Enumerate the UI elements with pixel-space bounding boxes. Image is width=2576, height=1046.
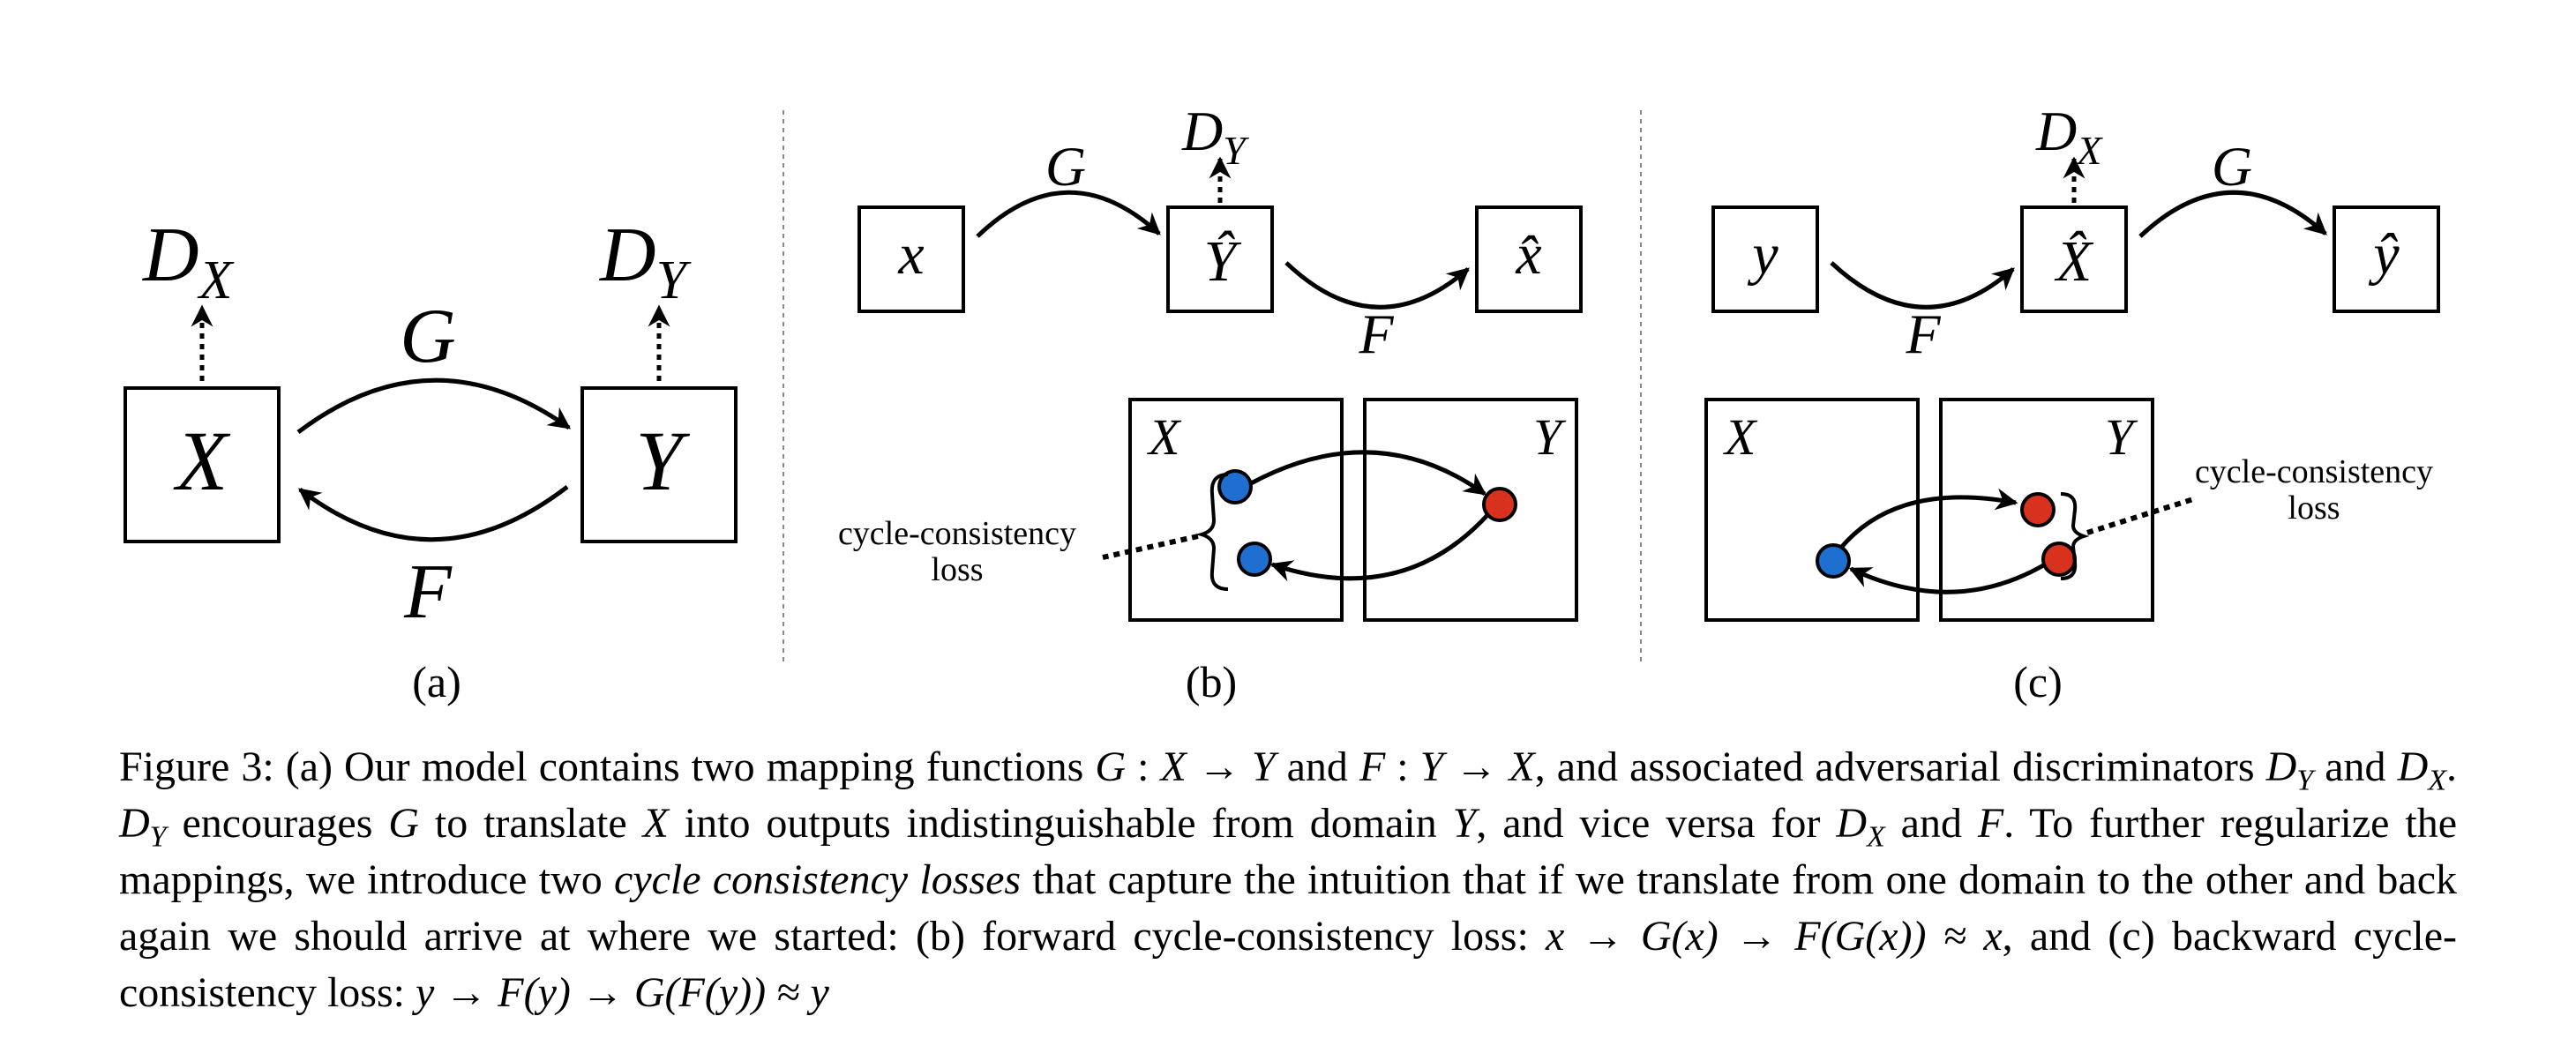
map-f-arrow (298, 485, 569, 542)
figure-caption: Figure 3: (a) Our model contains two map… (119, 743, 2458, 1016)
map-f-arrow (1284, 261, 1470, 310)
loss-label-line2: loss (2288, 489, 2340, 527)
panel-a: X Y DX DY G F (a) (124, 213, 738, 706)
input-y-label: y (1747, 222, 1778, 287)
map-f-arrow (1830, 261, 2015, 310)
domain-x-box (1128, 398, 1344, 622)
map-g-label: G (400, 294, 456, 379)
loss-brace (2060, 492, 2090, 580)
domain-y-label: Y (2105, 408, 2138, 466)
point-x (1217, 469, 1253, 504)
panel-c-label: (c) (2013, 657, 2063, 706)
map-g-label: G (2212, 135, 2252, 198)
map-f-label: F (403, 549, 453, 635)
middle-y-label: Ŷ (1204, 229, 1242, 294)
map-g-arrow (2138, 190, 2327, 238)
node-x-label: X (173, 414, 231, 508)
domain-x-label: X (1723, 408, 1758, 466)
middle-x-box (2020, 205, 2128, 313)
forward-arrow (1838, 488, 2018, 550)
middle-x-label: X̂ (2054, 229, 2094, 294)
point-y (1816, 543, 1851, 579)
input-x-box (857, 205, 965, 313)
output-x-box (1475, 205, 1583, 313)
map-f-label: F (1905, 303, 1941, 365)
disc-label: DY (1181, 100, 1249, 173)
forward-arrow (1249, 450, 1487, 497)
disc-x-label: DX (142, 213, 235, 310)
loss-connector (1102, 534, 1199, 560)
caption-emphasis: cycle consistency losses (614, 856, 1022, 903)
point-y (1482, 487, 1517, 522)
node-x-box (124, 386, 281, 543)
disc-y-label: DY (599, 213, 692, 310)
point-y-reconstructed (2041, 542, 2077, 577)
point-x-reconstructed (1237, 542, 1272, 577)
domain-y-box (1363, 398, 1578, 622)
domain-x-label: X (1147, 408, 1182, 466)
map-g-arrow (976, 190, 1161, 238)
loss-connector (2086, 497, 2194, 535)
loss-label-line1: cycle-consistency (838, 515, 1076, 552)
domain-y-label: Y (1533, 408, 1567, 466)
map-g-arrow (296, 377, 572, 434)
middle-y-box (1166, 205, 1274, 313)
map-f-label: F (1358, 303, 1394, 365)
input-x-label: x (897, 222, 924, 287)
backward-arrow (1848, 562, 2047, 594)
caption-equation-backward: y → F(y) → G(F(y)) ≈ y (415, 969, 829, 1016)
loss-label-line1: cycle-consistency (2195, 453, 2433, 490)
input-y-box (1711, 205, 1819, 313)
caption-equation-forward: x → G(x) → F(G(x)) ≈ x (1546, 913, 2003, 960)
backward-arrow (1269, 512, 1491, 582)
node-y-label: Y (635, 414, 690, 508)
loss-label-line2: loss (931, 551, 983, 588)
panel-b: x Ŷ x̂ DY G F X Y cycle-consistency loss… (838, 100, 1583, 706)
loss-brace (1194, 473, 1229, 591)
output-y-label: ŷ (2368, 222, 2400, 287)
output-x-label: x̂ (1515, 222, 1541, 287)
panel-c: y X̂ ŷ DX F G X Y cycle-consistency loss… (1704, 100, 2440, 706)
disc-label: DX (2035, 100, 2103, 173)
map-g-label: G (1045, 135, 1086, 198)
panel-b-label: (b) (1186, 657, 1237, 706)
point-x (2020, 492, 2056, 527)
figure-diagram: X Y DX DY G F (a) x Ŷ x̂ DY G F X Y (124, 100, 2440, 706)
node-y-box (580, 386, 738, 543)
output-y-box (2333, 205, 2440, 313)
panel-a-label: (a) (412, 657, 461, 706)
